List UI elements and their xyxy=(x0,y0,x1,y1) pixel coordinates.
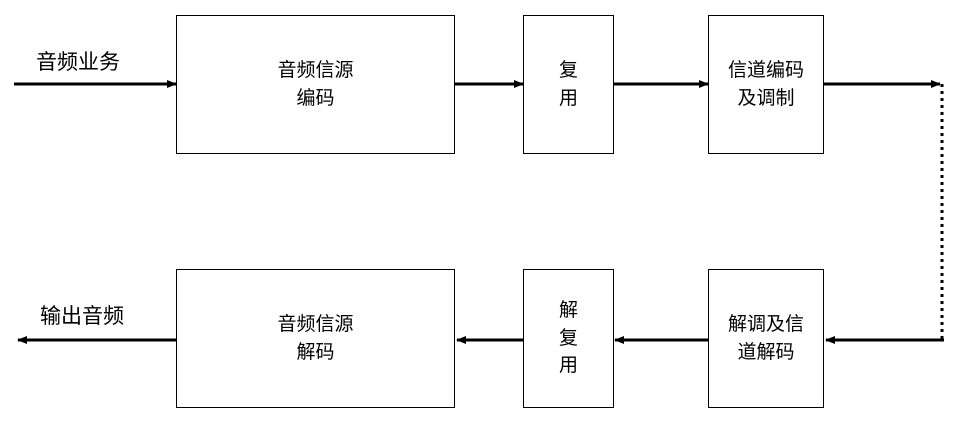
multiplexing-line-2: 用 xyxy=(558,86,578,109)
source-encoding-line-2: 编码 xyxy=(296,86,335,109)
input-label: 音频业务 xyxy=(36,50,120,74)
source-decoding-line-1: 音频信源 xyxy=(277,312,354,335)
output-label: 输出音频 xyxy=(40,304,124,328)
multiplexing-line-1: 复 xyxy=(558,58,578,81)
source-encoding-box: 音频信源 编码 xyxy=(176,15,455,154)
source-encoding-line-1: 音频信源 xyxy=(277,58,354,81)
demultiplexing-line-2: 复 xyxy=(558,326,578,349)
channel-encoding-line-1: 信道编码 xyxy=(727,58,804,81)
channel-decoding-line-2: 道解码 xyxy=(737,340,795,363)
source-decoding-line-2: 解码 xyxy=(296,340,335,363)
channel-encoding-line-2: 及调制 xyxy=(737,86,795,109)
demultiplexing-line-1: 解 xyxy=(558,299,578,322)
channel-encoding-box: 信道编码 及调制 xyxy=(708,15,824,154)
multiplexing-box: 复 用 xyxy=(523,15,614,154)
demultiplexing-box: 解 复 用 xyxy=(523,269,614,408)
source-decoding-box: 音频信源 解码 xyxy=(176,269,455,408)
demultiplexing-line-3: 用 xyxy=(558,354,578,377)
channel-decoding-box: 解调及信 道解码 xyxy=(708,269,824,408)
channel-decoding-line-1: 解调及信 xyxy=(727,312,804,335)
